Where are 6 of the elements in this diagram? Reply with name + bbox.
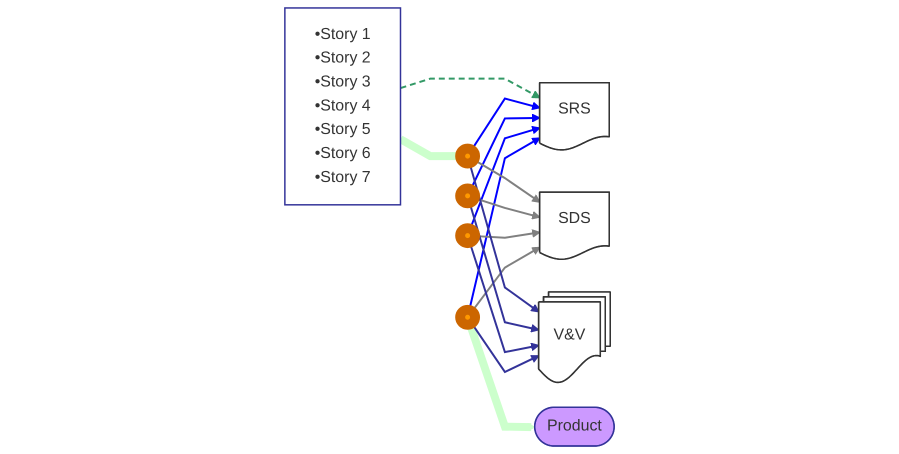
node-circle	[455, 223, 480, 248]
arrow	[400, 78, 541, 98]
node-circle	[455, 144, 480, 169]
node-box: •Story 1 •Story 2 •Story 3 •Story 4 •Story 5 •Story 6 •Story 7	[284, 7, 402, 206]
node-circle	[455, 304, 480, 330]
node-circle	[455, 183, 480, 208]
